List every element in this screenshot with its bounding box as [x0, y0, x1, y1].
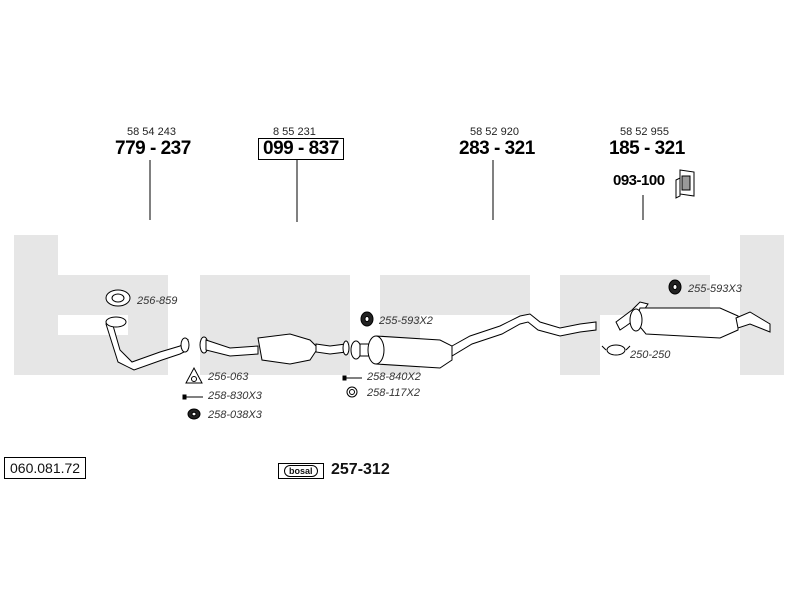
part-number-hanger[interactable]: 093-100 [613, 172, 665, 189]
accessory-label-mount-front[interactable]: 258-038X3 [208, 409, 262, 421]
front-pipe-icon [105, 316, 190, 371]
gasket-outline-icon [185, 366, 203, 384]
oe-number-catalyst: 8 55 231 [273, 126, 316, 138]
part-number-catalyst[interactable]: 099 - 837 [258, 138, 344, 160]
accessory-label-bolt-front[interactable]: 258-830X3 [208, 390, 262, 402]
pipe-clamp-icon [601, 344, 631, 356]
accessory-label-mount-rear[interactable]: 255-593X3 [688, 283, 742, 295]
accessory-label-gasket[interactable]: 256-063 [208, 371, 249, 383]
accessory-label-bolt-middle[interactable]: 258-840X2 [367, 371, 421, 383]
oe-number-rear-silencer: 58 52 955 [620, 126, 669, 138]
clamp-ring-icon [346, 386, 358, 398]
accessory-label-gasket-ring[interactable]: 256-859 [137, 295, 178, 307]
bolt-icon [182, 375, 362, 400]
rubber-mount-icon [187, 279, 682, 420]
oe-number-middle-silencer: 58 52 920 [470, 126, 519, 138]
assembly-kit-part-number[interactable]: 257-312 [331, 461, 390, 478]
part-number-front-pipe[interactable]: 779 - 237 [115, 138, 191, 159]
part-number-middle-silencer[interactable]: 283 - 321 [459, 138, 535, 159]
accessory-label-clamp-ring[interactable]: 258-117X2 [367, 387, 421, 399]
hanger-bracket-icon [675, 169, 695, 199]
accessory-label-pipe-clamp[interactable]: 250-250 [630, 349, 671, 361]
gasket-ring-icon [105, 289, 131, 307]
catalytic-converter-icon [199, 333, 350, 365]
accessory-label-mount-middle[interactable]: 255-593X2 [379, 315, 433, 327]
middle-silencer-icon [350, 313, 597, 369]
part-number-rear-silencer[interactable]: 185 - 321 [609, 138, 685, 159]
bosal-logo-text: bosal [284, 465, 318, 477]
diagram-reference-number: 060.081.72 [4, 457, 87, 479]
oe-number-front-pipe: 58 54 243 [127, 126, 176, 138]
rear-silencer-icon [615, 301, 771, 339]
bosal-logo: bosal [278, 463, 324, 479]
